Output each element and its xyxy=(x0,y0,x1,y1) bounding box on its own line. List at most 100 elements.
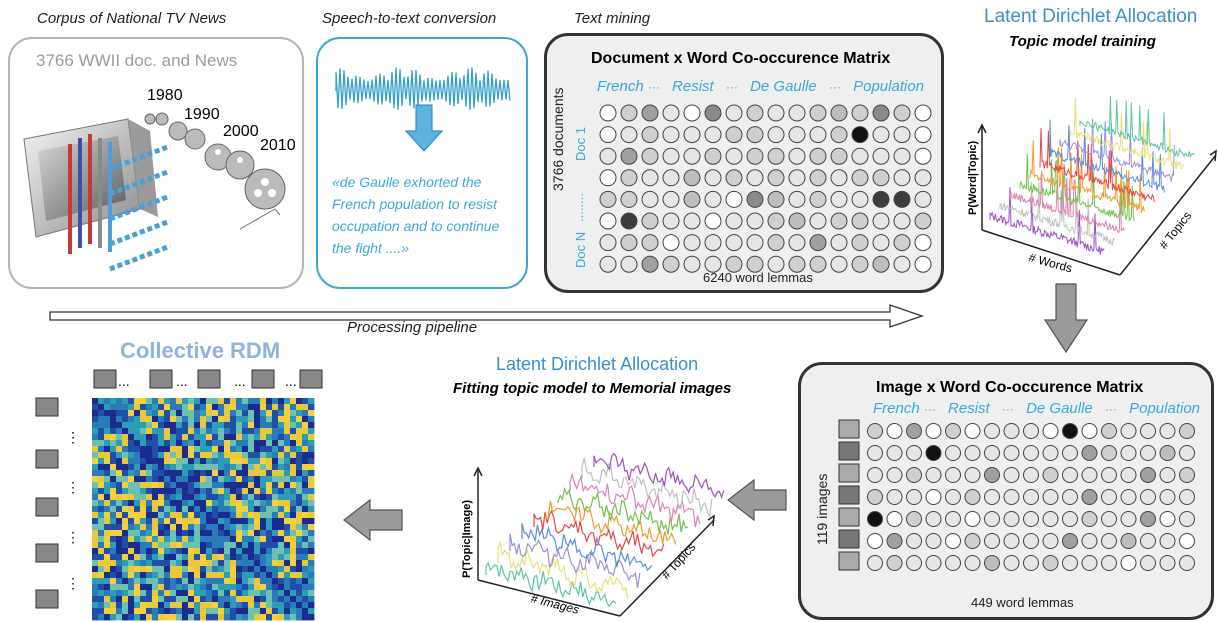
rdm-cell xyxy=(92,428,99,435)
down-arrow xyxy=(1043,283,1089,354)
rdm-cell xyxy=(146,548,153,555)
rdm-cell xyxy=(122,548,129,555)
rdm-cell xyxy=(302,530,309,537)
rdm-cell xyxy=(290,488,297,495)
rdm-cell xyxy=(176,578,183,585)
img-matrix-cell xyxy=(1042,511,1059,527)
rdm-cell xyxy=(284,500,291,507)
rdm-cell xyxy=(248,434,255,441)
rdm-cell xyxy=(260,608,267,615)
rdm-cell xyxy=(92,410,99,417)
rdm-cell xyxy=(248,452,255,459)
rdm-cell xyxy=(188,446,195,453)
rdm-cell xyxy=(140,578,147,585)
doc-row-label: 3766 documents xyxy=(550,87,566,191)
year-1980: 1980 xyxy=(147,87,183,104)
rdm-cell xyxy=(146,536,153,543)
doc-matrix-cell xyxy=(872,169,890,187)
rdm-cell xyxy=(200,440,207,447)
rdm-cell xyxy=(302,584,309,591)
rdm-cell xyxy=(104,572,111,579)
rdm-cell xyxy=(266,524,273,531)
rdm-cell xyxy=(218,548,225,555)
topic-series xyxy=(1009,170,1125,233)
rdm-cell xyxy=(128,608,135,615)
rdm-cell xyxy=(206,446,213,453)
img-matrix-cell xyxy=(1003,445,1020,461)
rdm-cell xyxy=(284,434,291,441)
rdm-cell xyxy=(218,452,225,459)
rdm-cell xyxy=(308,560,315,567)
rdm-cell xyxy=(290,608,297,615)
rdm-side-thumbnail xyxy=(35,397,59,417)
rdm-cell xyxy=(194,542,201,549)
rdm-cell xyxy=(242,530,249,537)
rdm-cell xyxy=(164,542,171,549)
rdm-cell xyxy=(98,434,105,441)
img-matrix-cell xyxy=(1101,511,1117,527)
rdm-cell xyxy=(218,560,225,567)
rdm-cell xyxy=(266,548,273,555)
rdm-cell xyxy=(266,470,273,477)
rdm-cell xyxy=(176,548,183,555)
rdm-cell xyxy=(194,488,201,495)
rdm-cell xyxy=(278,614,285,621)
doc-matrix-cell xyxy=(767,126,785,144)
rdm-cell xyxy=(242,428,249,435)
rdm-cell xyxy=(128,536,135,543)
rdm-cell xyxy=(116,572,123,579)
doc-matrix-cell xyxy=(830,126,848,144)
rdm-cell xyxy=(158,398,165,405)
rdm-cell xyxy=(116,548,123,555)
doc-matrix-cell xyxy=(788,190,806,208)
rdm-cell xyxy=(236,488,243,495)
rdm-cell xyxy=(248,404,255,411)
doc-matrix-cell xyxy=(725,190,743,208)
rdm-cell xyxy=(308,440,315,447)
rdm-cell xyxy=(212,458,219,465)
doc-ellipsis: ........ xyxy=(571,193,586,222)
doc-matrix-cell xyxy=(683,104,701,122)
rdm-cell xyxy=(176,482,183,489)
rdm-cell xyxy=(92,572,99,579)
rdm-cell xyxy=(254,476,261,483)
rdm-cell xyxy=(170,404,177,411)
rdm-cell xyxy=(236,572,243,579)
rdm-cell xyxy=(260,494,267,501)
rdm-cell xyxy=(92,422,99,429)
rdm-cell xyxy=(98,590,105,597)
rdm-cell xyxy=(164,536,171,543)
img-matrix-cell xyxy=(886,445,903,461)
rdm-side-thumbnail xyxy=(35,497,59,517)
rdm-cell xyxy=(182,446,189,453)
rdm-cell xyxy=(200,506,207,513)
rdm-cell xyxy=(206,512,213,519)
rdm-cell xyxy=(140,560,147,567)
rdm-cell xyxy=(206,584,213,591)
rdm-side-thumbnail xyxy=(35,449,59,469)
rdm-cell xyxy=(224,572,231,579)
rdm-cell xyxy=(272,416,279,423)
rdm-cell xyxy=(92,524,99,531)
doc-matrix-cell xyxy=(830,234,848,252)
rdm-cell xyxy=(242,566,249,573)
doc-matrix-cell xyxy=(620,255,638,273)
word-dots-3: ··· xyxy=(828,80,841,94)
rdm-cell xyxy=(254,596,261,603)
rdm-cell xyxy=(302,560,309,567)
rdm-cell xyxy=(302,500,309,507)
rdm-cell xyxy=(242,584,249,591)
rdm-cell xyxy=(284,494,291,501)
rdm-cell xyxy=(242,416,249,423)
rdm-cell xyxy=(98,560,105,567)
img-matrix-cell xyxy=(1023,511,1039,527)
rdm-cell xyxy=(140,536,147,543)
rdm-cell xyxy=(194,422,201,429)
rdm-cell xyxy=(302,464,309,471)
rdm-cell xyxy=(272,530,279,537)
rdm-cell xyxy=(110,410,117,417)
rdm-cell xyxy=(266,410,273,417)
lda-train-zlabel: # Topics xyxy=(1156,209,1194,252)
rdm-cell xyxy=(194,512,201,519)
rdm-cell xyxy=(122,560,129,567)
